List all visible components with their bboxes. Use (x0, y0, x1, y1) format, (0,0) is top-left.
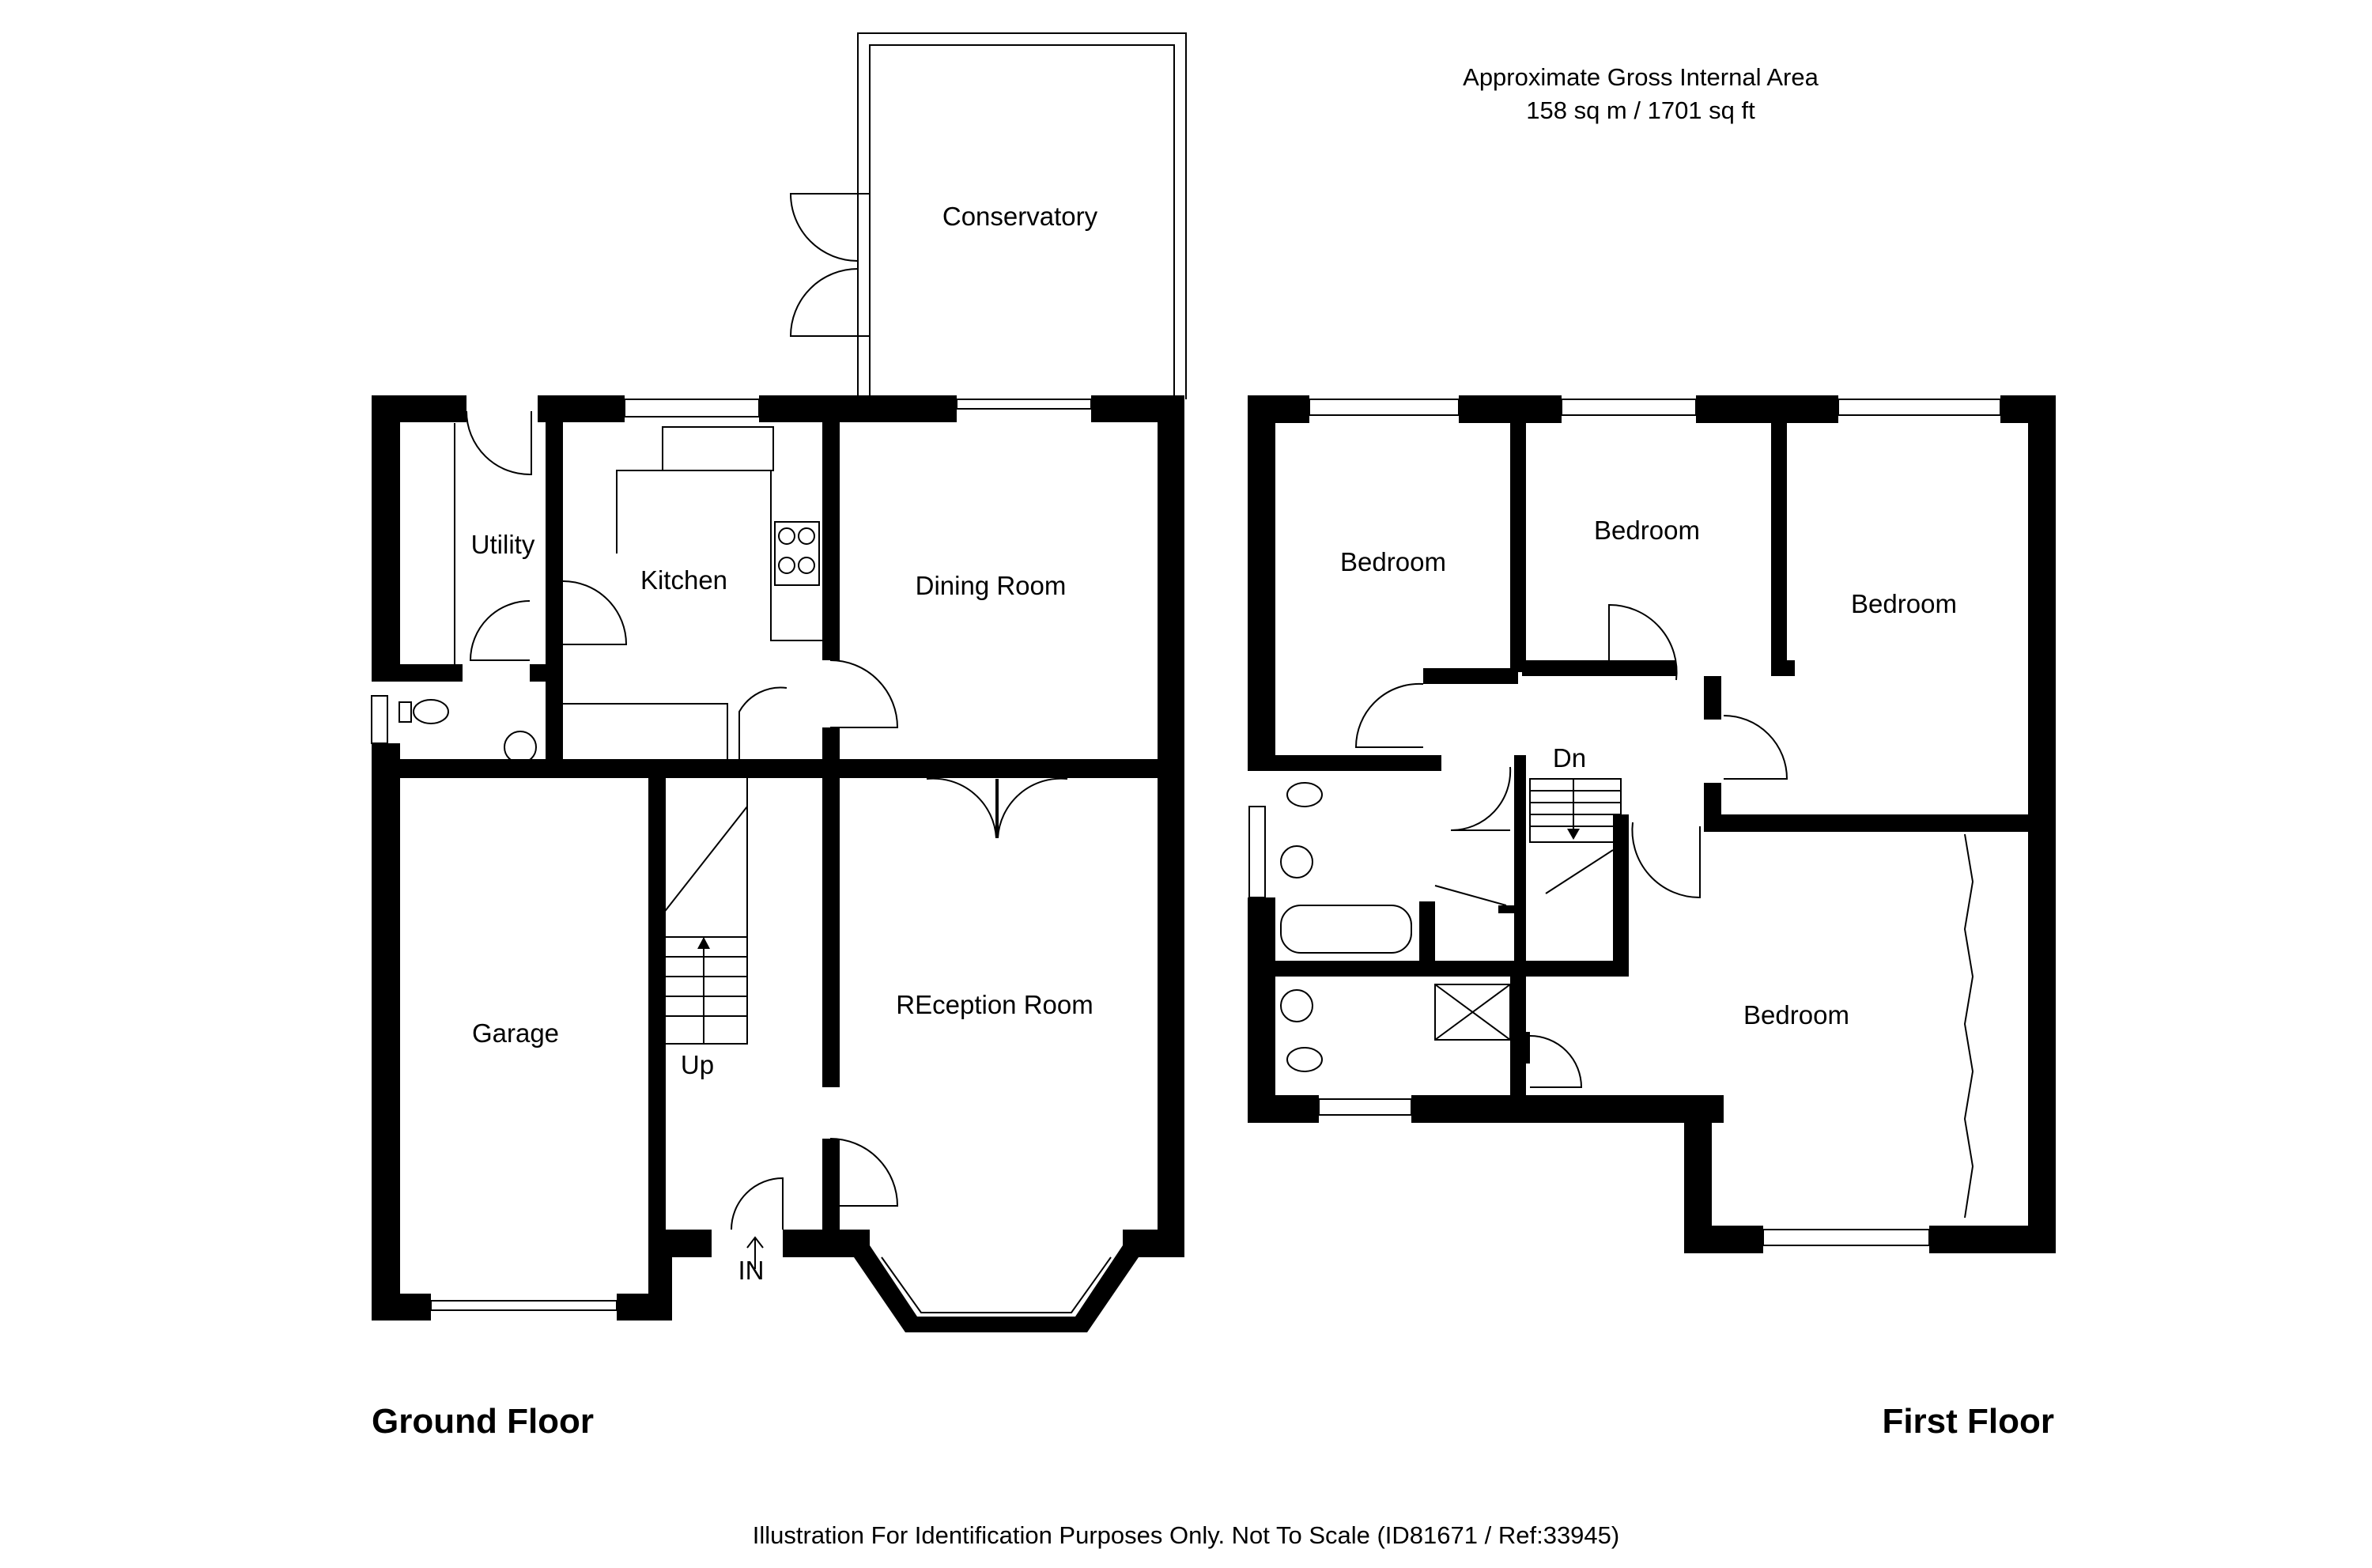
shower-icon (1434, 984, 1511, 1041)
stairs-up-label: Up (681, 1050, 714, 1079)
bathroom-fittings (1280, 782, 1511, 1072)
hob-icon (774, 521, 820, 586)
basin-icon (1280, 845, 1313, 878)
kitchen-window (624, 399, 760, 418)
entrance-arrow (746, 1236, 764, 1269)
toilet-icon (1286, 782, 1323, 807)
first-floor-walls (1248, 395, 2056, 1253)
conservatory-walls (789, 32, 1187, 399)
first-floor-labels: Bedroom Bedroom Bedroom Bedroom Dn First… (1340, 516, 2054, 1441)
ground-floor-stairs (659, 774, 748, 1045)
wc-fittings (398, 423, 537, 764)
bay-window (854, 1245, 1139, 1332)
wc-window (371, 695, 388, 744)
sink-icon (662, 426, 774, 471)
ensuite-basin-icon (1280, 989, 1313, 1022)
room-label-conservatory: Conservatory (942, 202, 1098, 231)
toilet-icon (413, 699, 449, 724)
room-label-bedroom-1: Bedroom (1340, 547, 1446, 576)
ensuite-toilet-icon (1286, 1047, 1323, 1072)
room-label-utility: Utility (471, 530, 535, 559)
room-label-dining: Dining Room (916, 571, 1067, 600)
first-floor-plan (1248, 395, 2056, 1253)
room-label-garage: Garage (472, 1018, 559, 1048)
first-floor-doors (1354, 603, 1974, 1219)
area-summary: Approximate Gross Internal Area 158 sq m… (1463, 63, 1819, 124)
area-value: 158 sq m / 1701 sq ft (1526, 96, 1755, 124)
entrance-label: IN (738, 1256, 765, 1285)
ground-floor-walls (372, 395, 1184, 1321)
ground-floor-labels: Conservatory Utility Kitchen Dining Room… (372, 202, 1098, 1441)
room-label-bedroom-3: Bedroom (1851, 589, 1957, 618)
dining-patio-door (956, 399, 1092, 410)
disclaimer-note: Illustration For Identification Purposes… (753, 1521, 1619, 1549)
first-floor-title: First Floor (1882, 1402, 2054, 1441)
garage-door (430, 1300, 618, 1311)
ground-floor-title: Ground Floor (372, 1402, 594, 1441)
first-floor-windows (1248, 399, 2001, 1246)
kitchen-fittings (563, 426, 822, 759)
first-floor-stairs (1529, 778, 1622, 894)
ground-floor-doors (466, 410, 1068, 1230)
bath-icon (1280, 905, 1412, 954)
room-label-kitchen: Kitchen (640, 565, 727, 595)
room-label-reception: REception Room (896, 990, 1093, 1019)
stairs-down-label: Dn (1553, 743, 1586, 773)
area-title: Approximate Gross Internal Area (1463, 63, 1819, 91)
room-label-bedroom-4: Bedroom (1743, 1000, 1849, 1030)
basin-icon (504, 731, 537, 764)
room-label-bedroom-2: Bedroom (1594, 516, 1700, 545)
ground-floor-plan (371, 32, 1187, 1332)
